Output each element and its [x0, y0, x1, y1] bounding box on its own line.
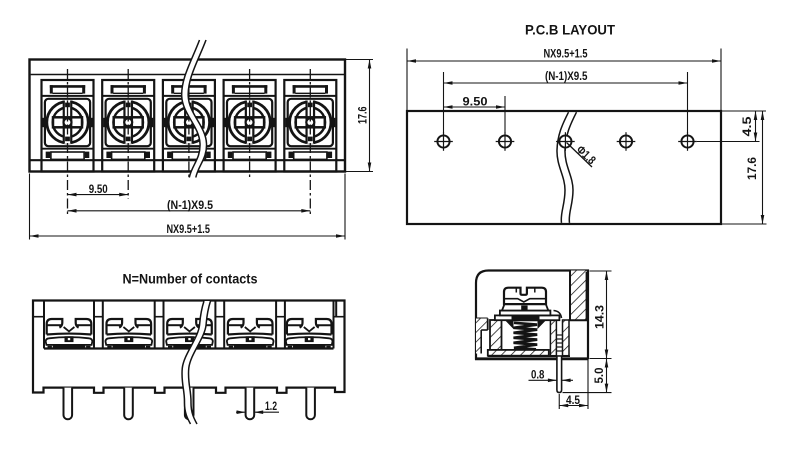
svg-text:(N-1)X9.5: (N-1)X9.5	[167, 198, 213, 212]
svg-text:17.6: 17.6	[356, 106, 370, 124]
svg-text:14.3: 14.3	[592, 305, 606, 329]
svg-text:9.50: 9.50	[89, 182, 108, 196]
svg-text:5.0: 5.0	[592, 367, 606, 383]
svg-text:NX9.5+1.5: NX9.5+1.5	[166, 222, 210, 236]
svg-text:4.5: 4.5	[566, 393, 580, 407]
svg-text:P.C.B LAYOUT: P.C.B LAYOUT	[525, 22, 615, 38]
svg-text:9.50: 9.50	[463, 94, 488, 108]
svg-text:NX9.5+1.5: NX9.5+1.5	[544, 47, 588, 61]
svg-text:4.5: 4.5	[740, 116, 754, 136]
svg-text:17.6: 17.6	[745, 157, 759, 180]
svg-text:N=Number of contacts: N=Number of contacts	[123, 272, 258, 287]
svg-text:0.8: 0.8	[531, 367, 545, 381]
svg-text:1.2: 1.2	[265, 399, 277, 413]
svg-text:(N-1)X9.5: (N-1)X9.5	[545, 69, 588, 83]
